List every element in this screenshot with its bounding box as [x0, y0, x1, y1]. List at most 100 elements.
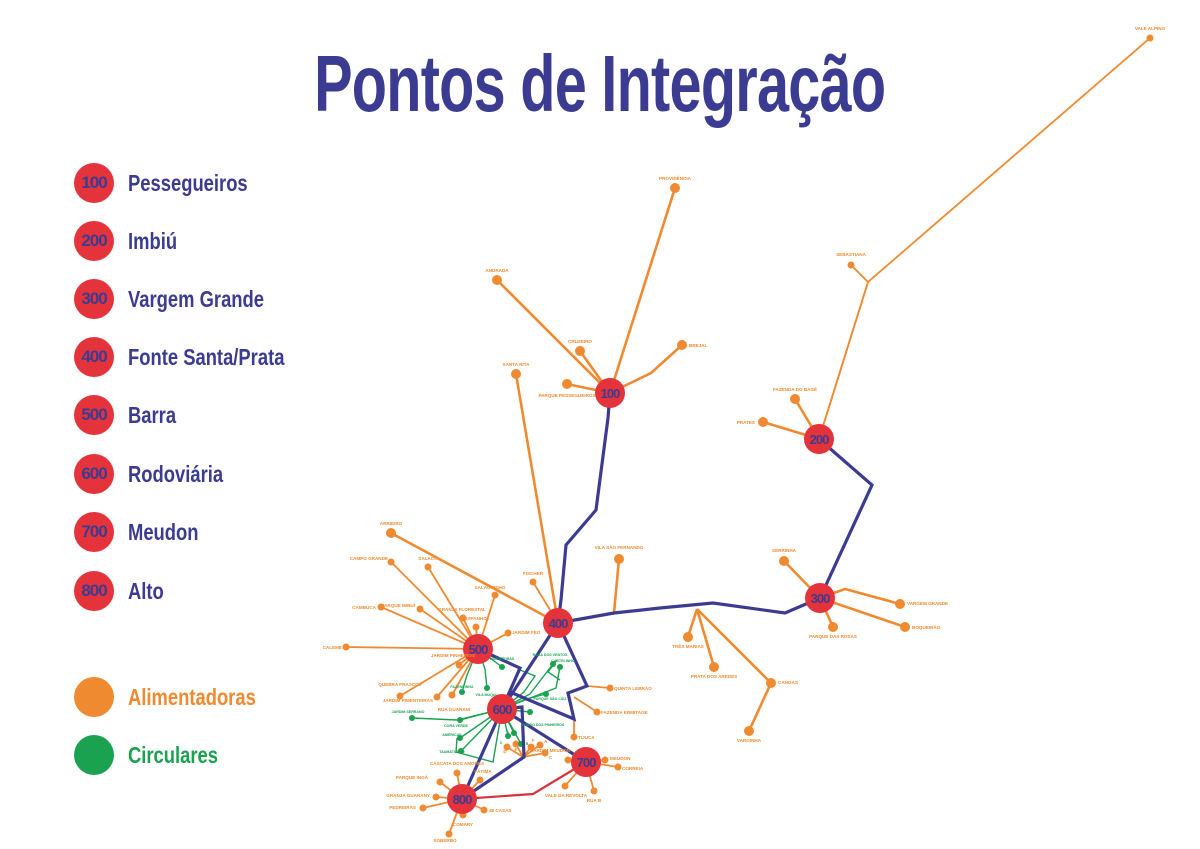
- feeder-line: [399, 648, 479, 697]
- hub-500-number: 500: [469, 642, 488, 657]
- feeder-stop-dot: [503, 743, 511, 751]
- circular-label: VILA MUQUI: [475, 693, 496, 697]
- feeder-label: SANTA RITA: [503, 362, 531, 367]
- feeder-stop-dot: [744, 726, 754, 736]
- feeder-stop-dot: [790, 394, 800, 404]
- page-title: Pontos de Integração: [0, 38, 1200, 130]
- feeder-stop-dot: [476, 776, 484, 784]
- feeder-line: [522, 752, 546, 758]
- circulars-swatch-icon: [74, 735, 114, 775]
- circular-stop-dot: [505, 733, 511, 739]
- feeder-label: PARQUE PESSEGUEIROS: [538, 393, 595, 398]
- feeder-label: SEBASTIANA: [836, 252, 867, 257]
- feeder-line: [380, 606, 479, 650]
- feeder-label: ANDRADA: [485, 268, 509, 273]
- feeder-line: [514, 373, 560, 624]
- feeder-stop-dot: [377, 603, 385, 611]
- feeder-line: [696, 608, 772, 684]
- feeder-label: VILA SÃO FERNANDO: [595, 544, 644, 550]
- feeder-stop-dot: [564, 756, 572, 764]
- legend-feeders: Alimentadoras: [74, 677, 288, 717]
- circular-label: CORA VERDE: [444, 724, 468, 728]
- feeder-stop-dot: [779, 556, 789, 566]
- hub-200-circle: [804, 424, 834, 454]
- trunk-line-300-400: [557, 596, 821, 625]
- feeder-label: JARDIM PINHEIROS: [431, 653, 475, 658]
- legend-item-800: 800 Alto: [74, 571, 173, 611]
- feeder-label: RUA B: [587, 798, 602, 803]
- circular-label: CASTELINHO: [551, 659, 575, 663]
- feeder-label: VARGINHA: [737, 738, 762, 743]
- feeder-line: [586, 685, 611, 689]
- feeder-label: ESPANHOL: [464, 616, 489, 621]
- feeder-stop-dot: [445, 830, 453, 838]
- feeder-stop-dot: [511, 369, 521, 379]
- feeder-label: MEUDON: [610, 756, 631, 761]
- hub-300-number: 300: [811, 591, 830, 606]
- circular-label: PARQUE SÃO LUIZ: [534, 696, 568, 701]
- hub-badge: 200: [74, 221, 114, 261]
- hub-name: Fonte Santa/Prata: [128, 343, 285, 370]
- trunk-line-600-700: [501, 707, 587, 764]
- feeder-stop-dot: [504, 629, 512, 637]
- circular-label: AMÉRICAS: [442, 732, 462, 737]
- feeder-line: [609, 344, 683, 395]
- trunk-line-400-loop: [509, 622, 590, 722]
- circular-label: ROSA DOS VENTOS: [533, 653, 568, 657]
- feeder-label: FÁTIMA: [474, 768, 492, 774]
- feeder-line: [612, 558, 621, 614]
- hub-name: Alto: [128, 577, 164, 604]
- feeder-stop-dot: [590, 787, 598, 795]
- feeder-label: CALEME: [323, 645, 342, 650]
- feeder-stop-dot: [342, 643, 350, 651]
- feeder-stop-dot: [472, 623, 480, 631]
- feeder-label: SALACO: [418, 556, 438, 561]
- hub-400-number: 400: [549, 616, 568, 631]
- feeder-label: BREJAL: [689, 343, 708, 348]
- hub-name: Barra: [128, 401, 177, 428]
- feeder-label: GRANJA GUARANY: [386, 793, 430, 798]
- circular-stop-dot: [457, 735, 463, 741]
- hub-700-circle: [571, 747, 601, 777]
- feeder-stop-dot: [847, 261, 855, 269]
- hub-badge: 600: [74, 454, 114, 494]
- circular-label: MORRO DOS PINHEIROS: [521, 723, 565, 727]
- feeder-stop-dot: [387, 558, 395, 566]
- feeder-label: PEDREIRAS: [389, 805, 416, 810]
- feeder-stop-dot: [670, 183, 680, 193]
- feeder-line: [747, 682, 773, 732]
- feeder-stop-dot: [432, 793, 440, 801]
- hub-500-circle: [463, 634, 493, 664]
- hub-name: Pessegueiros: [128, 169, 248, 196]
- feeder-label: C: [549, 755, 553, 760]
- feeder-stop-dot: [448, 691, 456, 699]
- circular-label: TAUMATURGO: [439, 750, 465, 754]
- feeder-label: 48 CASAS: [489, 808, 511, 813]
- feeder-stop-dot: [529, 578, 537, 586]
- feeder-stop-dot: [536, 741, 544, 749]
- feeder-label: JARDIM MEUDON: [531, 748, 571, 753]
- hub-600-circle: [487, 694, 517, 724]
- feeder-stop-dot: [606, 684, 614, 692]
- circular-stop-dot: [557, 664, 563, 670]
- feeder-label: SOBERBO: [433, 838, 457, 843]
- hub-badge: 800: [74, 571, 114, 611]
- circular-loop: [455, 708, 503, 763]
- feeder-label: CANOAS: [778, 680, 798, 685]
- hub-800-circle: [447, 784, 477, 814]
- trunk-line-100-400: [556, 392, 612, 624]
- feeder-line: [345, 646, 479, 650]
- feeder-label: VALE DA REVOLTA: [545, 793, 588, 798]
- feeder-stop-dot: [593, 708, 601, 716]
- legend-circulars-label: Circulares: [128, 741, 219, 768]
- hub-name: Vargem Grande: [128, 285, 265, 312]
- feeder-stop-dot: [386, 528, 396, 538]
- feeder-label: QUINTA LEBRÃO: [614, 685, 652, 691]
- feeder-stop-dot: [433, 693, 441, 701]
- feeder-stop-dot: [601, 756, 609, 764]
- feeder-stop-dot: [677, 340, 687, 350]
- page-title-text: Pontos de Integração: [314, 39, 886, 128]
- feeder-stop-dot: [895, 599, 905, 609]
